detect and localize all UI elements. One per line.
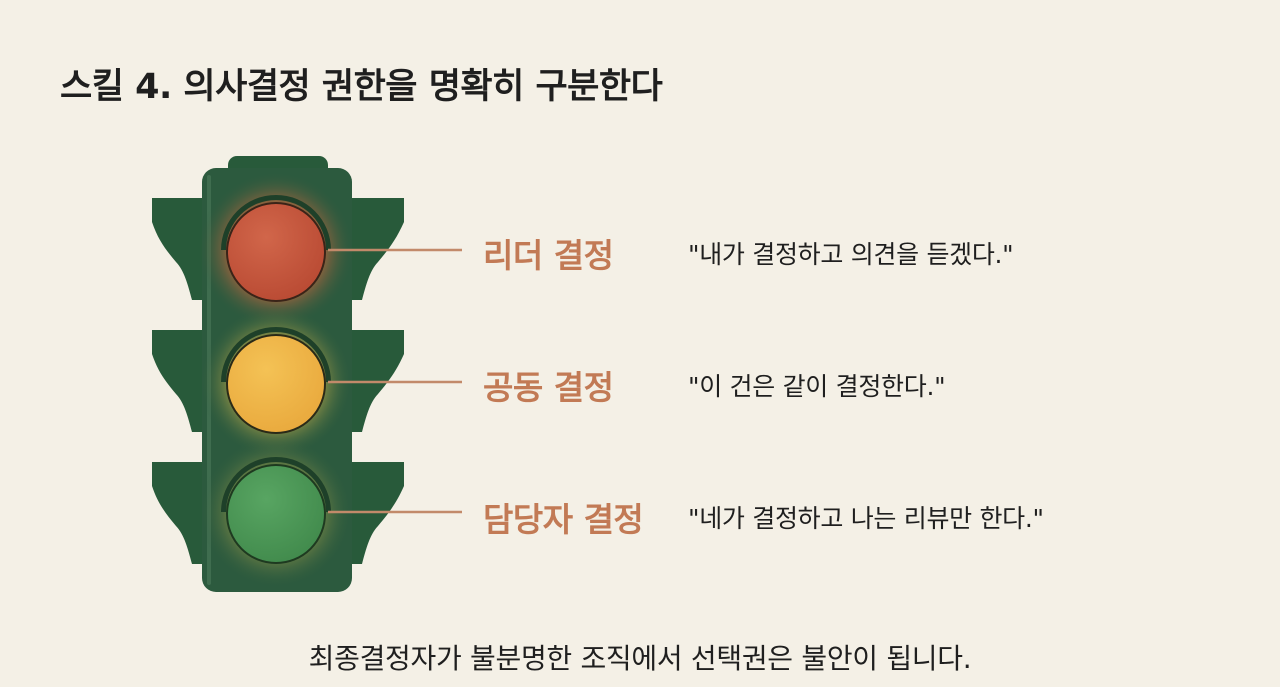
red-light — [226, 202, 326, 302]
green-light — [226, 464, 326, 564]
footer-caption: 최종결정자가 불분명한 조직에서 선택권은 불안이 됩니다. — [308, 642, 972, 675]
page-title: 스킬 4. 의사결정 권한을 명확히 구분한다 — [60, 67, 663, 107]
label-owner-decision: 담당자 결정 — [483, 500, 644, 539]
yellow-light — [226, 334, 326, 434]
quote-leader-decision: "내가 결정하고 의견을 듣겠다." — [688, 240, 1014, 269]
quote-joint-decision: "이 건은 같이 결정한다." — [688, 372, 946, 401]
quote-owner-decision: "네가 결정하고 나는 리뷰만 한다." — [688, 504, 1044, 533]
label-leader-decision: 리더 결정 — [483, 236, 614, 275]
visor-left-1 — [152, 198, 202, 300]
label-joint-decision: 공동 결정 — [483, 368, 614, 407]
